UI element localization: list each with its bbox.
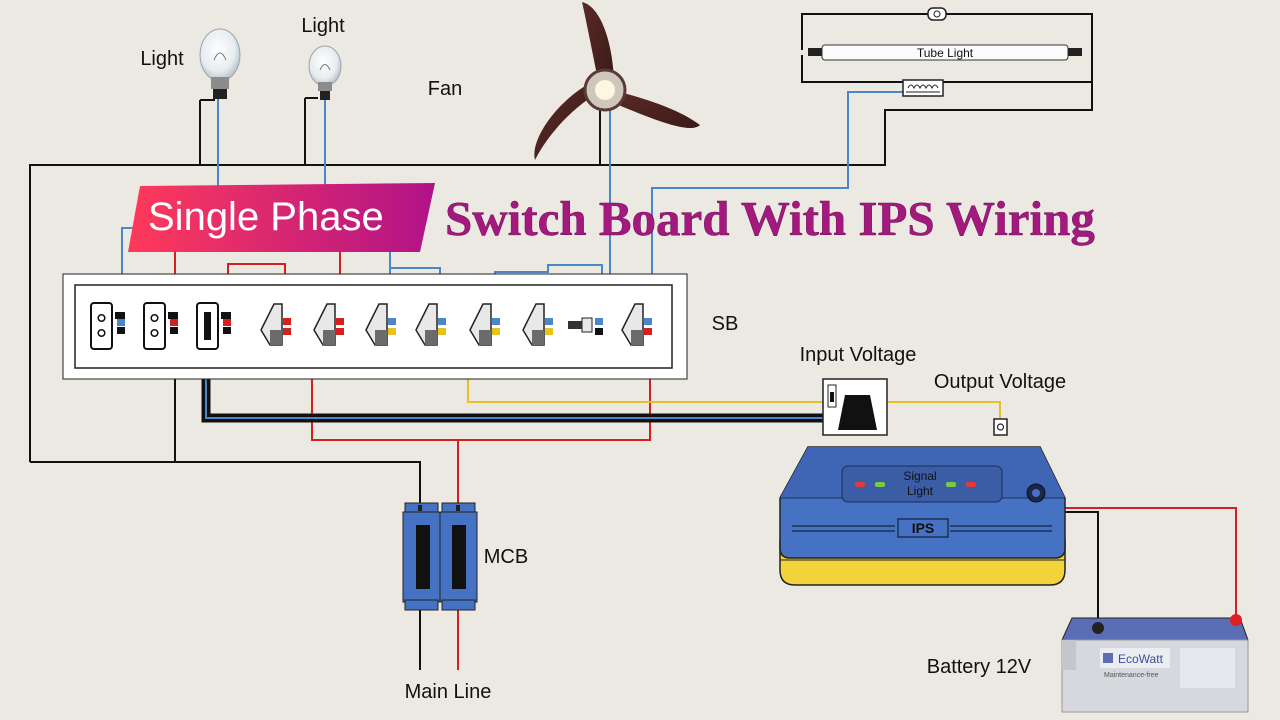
mcb-icon — [402, 502, 478, 611]
light-bulb-1-icon — [199, 28, 241, 99]
battery-icon: EcoWatt Maintenance-free — [1061, 614, 1249, 713]
battery-brand-label: EcoWatt — [1118, 652, 1164, 666]
input-voltage-label: Input Voltage — [800, 344, 917, 366]
title-badge: Single Phase — [128, 183, 435, 252]
switch-1-icon — [260, 303, 291, 346]
battery-tagline: Maintenance-free — [1104, 672, 1159, 679]
neutral-wires — [29, 13, 1099, 670]
socket-2-icon — [143, 302, 178, 350]
page-title: Switch Board With IPS Wiring — [445, 191, 1095, 246]
output-voltage-label: Output Voltage — [934, 371, 1066, 393]
ceiling-fan-icon — [534, 2, 700, 160]
tube-light-label: Tube Light — [917, 46, 974, 60]
battery-label: Battery 12V — [927, 656, 1032, 678]
ips-signal-label-line1: Signal — [903, 469, 936, 483]
switch-board-label: SB — [712, 313, 739, 335]
badge-text: Single Phase — [148, 195, 384, 239]
ips-unit: Signal Light IPS — [779, 446, 1066, 586]
switch-3-icon — [365, 303, 396, 346]
socket-1-icon — [90, 302, 125, 350]
switch-2-icon — [313, 303, 344, 346]
switch-4-icon — [415, 303, 446, 346]
light-1-label: Light — [140, 48, 184, 70]
mcb-label: MCB — [484, 546, 528, 568]
starter-icon — [927, 7, 947, 21]
ips-input-connector-icon — [822, 378, 888, 436]
main-line-label: Main Line — [405, 681, 492, 703]
light-bulb-2-icon — [308, 45, 342, 100]
ips-signal-label-line2: Light — [907, 484, 934, 498]
output-terminal-icon — [993, 418, 1008, 436]
tube-light-icon: Tube Light — [808, 44, 1082, 61]
switch-5-icon — [469, 303, 500, 346]
ips-name-label: IPS — [912, 520, 935, 536]
socket-3-icon — [196, 302, 231, 350]
switch-6-icon — [522, 303, 553, 346]
fan-label: Fan — [428, 78, 462, 100]
light-2-label: Light — [301, 15, 345, 37]
switch-7-icon — [621, 303, 652, 346]
ballast-choke-icon — [902, 79, 944, 97]
fan-regulator-icon — [568, 317, 603, 335]
